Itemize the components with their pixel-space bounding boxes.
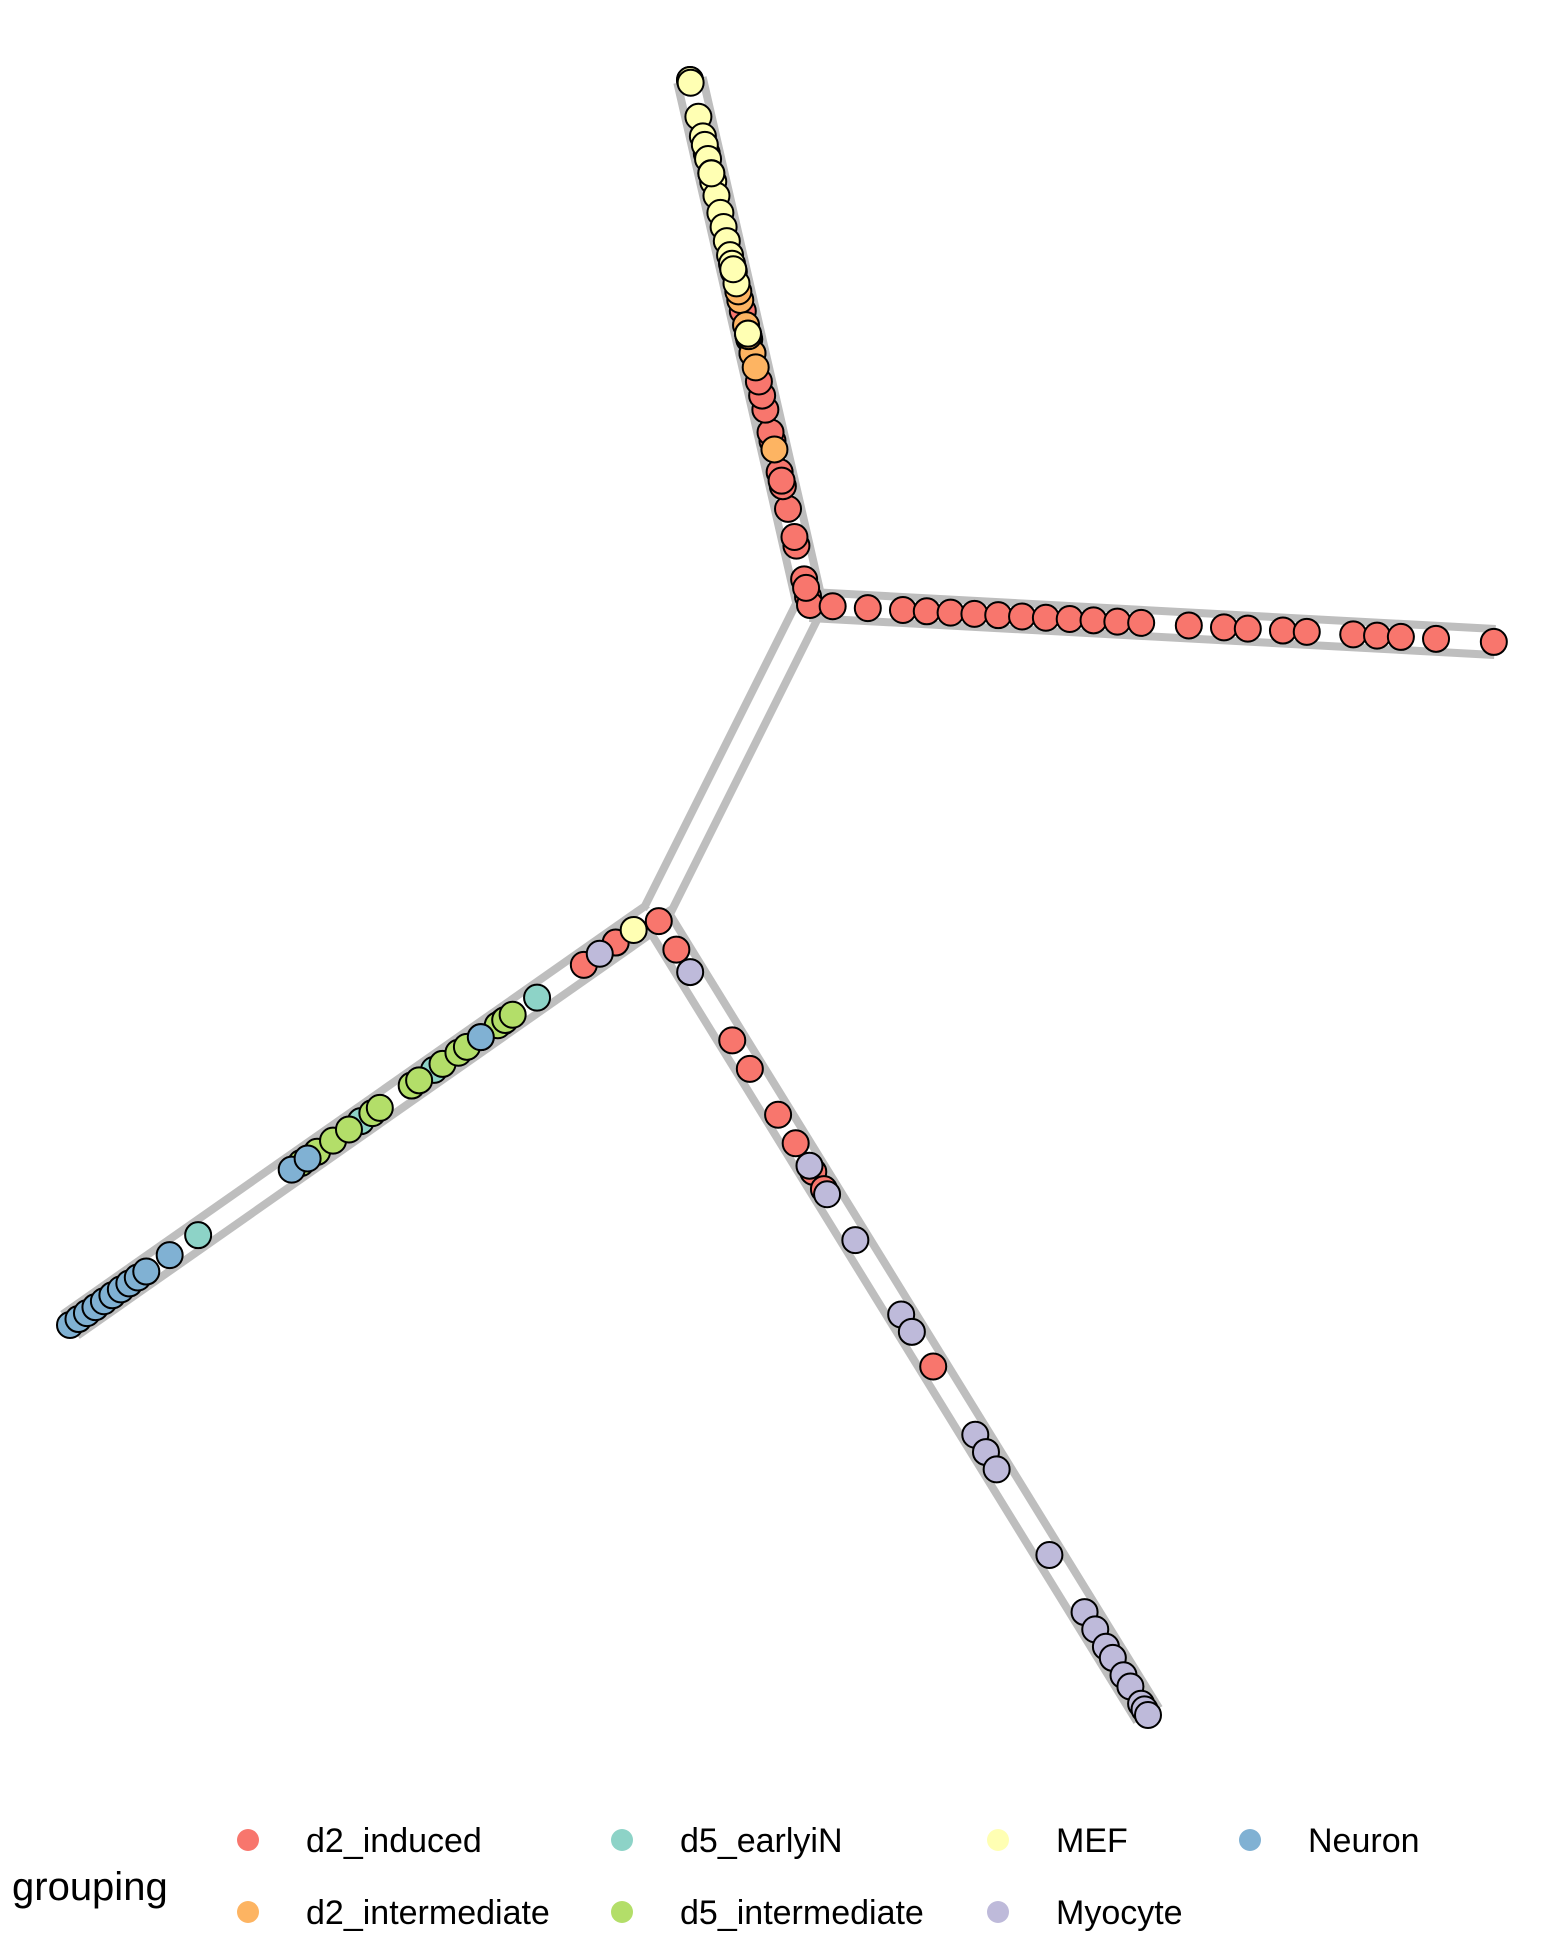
point-Myocyte-2 (795, 1151, 824, 1180)
point-MEF-19 (697, 159, 726, 188)
point-d2_induced-49 (781, 1129, 810, 1158)
point-d2_induced-20 (853, 594, 882, 623)
trajectory-tree (60, 76, 1496, 1724)
point-d2_induced-23 (936, 598, 965, 627)
legend-label-MEF: MEF (1056, 1822, 1128, 1860)
point-d2_induced-5 (780, 523, 809, 552)
legend-label-d5_intermediate: d5_intermediate (680, 1894, 924, 1932)
point-d2_induced-38 (1363, 621, 1392, 650)
point-Neuron-13 (466, 1023, 495, 1052)
point-Myocyte-4 (841, 1226, 870, 1255)
point-d2_induced-21 (888, 596, 917, 625)
legend-label-Myocyte: Myocyte (1056, 1894, 1183, 1932)
point-d2_induced-22 (912, 597, 941, 626)
point-d2_induced-28 (1055, 605, 1084, 634)
point-d5_intermediate-3 (334, 1115, 363, 1144)
legend-key-Myocyte (987, 1901, 1009, 1923)
point-d2_induced-19 (818, 592, 847, 621)
point-d2_induced-35 (1268, 616, 1297, 645)
point-d2_induced-46 (718, 1026, 747, 1055)
point-d2_induced-30 (1103, 607, 1132, 636)
point-d2_intermediate-6 (741, 353, 770, 382)
point-d2_induced-9 (767, 466, 796, 495)
point-d2_induced-25 (984, 601, 1013, 630)
point-d5_intermediate-13 (498, 1000, 527, 1029)
point-d2_induced-24 (960, 599, 989, 628)
point-d2_induced-33 (1209, 613, 1238, 642)
point-Neuron-10 (155, 1241, 184, 1270)
point-MEF-2 (676, 68, 705, 97)
cell-points (56, 66, 1508, 1729)
point-d2_induced-3 (792, 573, 821, 602)
point-d5_earlyiN-5 (523, 983, 552, 1012)
point-d2_induced-27 (1031, 603, 1060, 632)
point-MEF-3 (619, 915, 648, 944)
point-Myocyte-9 (982, 1455, 1011, 1484)
point-d2_induced-34 (1233, 614, 1262, 643)
point-Myocyte-10 (1035, 1541, 1064, 1569)
point-Myocyte-6 (897, 1317, 926, 1346)
point-d2_induced-42 (644, 907, 673, 936)
point-d2_induced-31 (1127, 608, 1156, 637)
legend-label-Neuron: Neuron (1308, 1822, 1420, 1860)
point-d2_induced-48 (764, 1100, 793, 1129)
point-Myocyte-1 (676, 958, 705, 987)
point-d2_induced-39 (1386, 622, 1415, 651)
point-d2_induced-29 (1079, 606, 1108, 635)
legend-key-Neuron (1239, 1829, 1261, 1851)
tree-edge-2-rail-0 (639, 597, 802, 911)
point-d2_induced-52 (919, 1352, 948, 1381)
point-d2_induced-40 (1422, 624, 1451, 653)
legend-label-d2_intermediate: d2_intermediate (306, 1894, 550, 1932)
point-d2_induced-41 (1479, 627, 1508, 656)
point-d2_induced-26 (1008, 602, 1037, 631)
legend-label-d5_earlyiN: d5_earlyiN (680, 1822, 843, 1860)
legend-title: grouping (12, 1865, 168, 1909)
point-MEF-18 (719, 255, 748, 284)
point-Myocyte-3 (813, 1180, 842, 1209)
point-MEF-17 (733, 319, 762, 348)
point-Neuron-9 (132, 1257, 161, 1286)
point-d5_intermediate-7 (405, 1066, 434, 1095)
legend-key-d5_earlyiN (611, 1829, 633, 1851)
point-Neuron-12 (293, 1144, 322, 1173)
legend-label-d2_induced: d2_induced (306, 1822, 482, 1860)
point-d2_intermediate-7 (760, 435, 789, 464)
point-d2_induced-37 (1339, 620, 1368, 649)
point-d5_earlyiN-0 (184, 1221, 213, 1250)
point-d2_induced-43 (662, 935, 691, 964)
legend-key-MEF (987, 1829, 1009, 1851)
tree-edge-2-rail-1 (663, 609, 826, 923)
point-d2_induced-47 (735, 1054, 764, 1083)
point-d2_induced-32 (1174, 611, 1203, 640)
point-Myocyte-19 (1134, 1701, 1162, 1729)
legend-key-d2_induced (237, 1829, 259, 1851)
point-d2_induced-6 (774, 494, 803, 523)
legend: grouping d2_induced d2_intermediate d5_ear… (12, 1822, 1420, 1932)
point-d5_intermediate-5 (365, 1093, 394, 1122)
legend-key-d5_intermediate (611, 1901, 633, 1923)
legend-key-d2_intermediate (237, 1901, 259, 1923)
point-Myocyte-0 (585, 939, 614, 968)
point-d2_induced-36 (1292, 617, 1321, 646)
